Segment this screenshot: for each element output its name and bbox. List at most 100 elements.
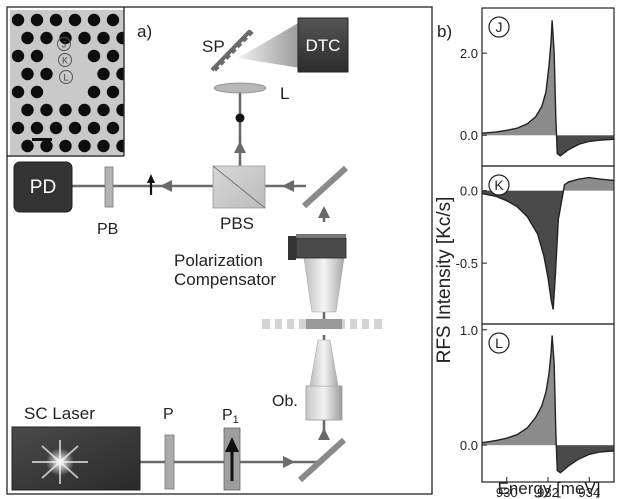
panel-a-label: a) (137, 22, 152, 41)
panel-b-label: b) (437, 22, 452, 41)
lattice-hole (30, 85, 44, 99)
compensator-label-2: Compensator (174, 270, 276, 289)
lattice-hole (116, 31, 124, 45)
lattice-hole (11, 85, 25, 99)
lens (213, 82, 267, 94)
polarizer-plate (164, 434, 175, 490)
lattice-hole (40, 103, 53, 117)
lattice-hole (30, 13, 44, 27)
pb-label: PB (97, 221, 118, 238)
rfs-area-negative (482, 135, 614, 156)
y-tick-label: 1.0 (460, 323, 478, 338)
y-tick-label: 0.0 (460, 128, 478, 143)
lattice-hole (87, 49, 101, 63)
lattice-hole (49, 13, 63, 27)
rfs-area-positive (482, 20, 557, 136)
inset-marker-label: L (63, 73, 68, 83)
y-axis-label: RFS Intensity [Kc/s] (434, 197, 455, 364)
lens-label: L (280, 84, 289, 103)
rfs-area-positive (482, 177, 614, 191)
inset-marker-circle (59, 70, 73, 84)
marker-circle (488, 16, 510, 38)
rfs-curve (482, 20, 614, 157)
spectrometer-grating (210, 29, 254, 72)
focus-point (235, 113, 245, 123)
compensator (288, 234, 347, 260)
sample (262, 319, 382, 329)
sp-label: SP (202, 37, 225, 56)
lattice-hole (40, 139, 53, 153)
polarizer-p1 (223, 427, 241, 491)
lattice-hole (30, 49, 44, 63)
compensator-label-1: Polarization (174, 251, 263, 270)
lattice-hole (78, 31, 91, 45)
pd-label: PD (30, 177, 56, 198)
y-tick-label: 2.0 (460, 46, 478, 61)
polarization-arrow (147, 174, 155, 195)
pd-box (13, 161, 73, 213)
rfs-curve (482, 335, 614, 474)
lattice-hole (87, 121, 101, 135)
lattice-hole (21, 139, 34, 153)
lattice-hole (97, 31, 110, 45)
y-tick-label: -0.5 (456, 256, 478, 271)
lattice-hole (21, 67, 34, 81)
marker-circle (488, 174, 510, 196)
dtc-box (297, 17, 349, 73)
lattice-hole (97, 103, 110, 117)
rfs-subplot-j: 0.0 2.0 J (460, 7, 615, 167)
lattice-hole (106, 121, 120, 135)
pb-plate (104, 166, 114, 208)
lattice-hole (11, 49, 25, 63)
rfs-area-positive (482, 335, 557, 446)
scale-bar (32, 138, 52, 141)
lattice-hole (68, 13, 82, 27)
y-tick-label: 0.0 (460, 184, 478, 199)
subplot-plot-area (482, 20, 614, 157)
x-tick-label: 932 (537, 485, 559, 499)
x-tick-label: 930 (496, 485, 518, 499)
lattice-hole (40, 67, 53, 81)
pbs (212, 165, 266, 209)
lattice-hole (21, 31, 34, 45)
sc-laser (11, 426, 141, 491)
laser-label: SC Laser (24, 404, 95, 423)
lattice-hole (59, 139, 72, 153)
lattice-hole (21, 103, 34, 117)
lattice-hole (116, 103, 124, 117)
mirror-upper (301, 165, 349, 209)
lattice-hole (68, 121, 82, 135)
subplot-plot-area (482, 335, 614, 474)
x-axis-label: Energy [meV] (498, 479, 601, 498)
lattice-hole (49, 121, 63, 135)
objective (305, 339, 343, 421)
lattice-hole (11, 13, 25, 27)
inset-micrograph: JKL (7, 7, 125, 157)
rfs-area-negative (482, 190, 564, 310)
lattice-hole (11, 121, 25, 135)
lattice-hole (97, 139, 110, 153)
lattice-hole (87, 13, 101, 27)
lattice-hole (78, 103, 91, 117)
lattice-hole (106, 85, 120, 99)
lattice-hole (106, 13, 120, 27)
lattice-hole (97, 67, 110, 81)
polarizer1-label: P1 (222, 407, 239, 426)
inset-marker-label: J (62, 40, 67, 50)
inset-marker-circle (57, 37, 71, 51)
rfs-curve (482, 176, 614, 310)
y-tick-label: 0.0 (460, 438, 478, 453)
rfs-area-negative (482, 445, 614, 473)
lattice-hole (59, 103, 72, 117)
inset-marker-label: K (62, 56, 68, 66)
inset-marker-circle (58, 53, 72, 67)
marker-label: L (495, 335, 503, 351)
marker-label: J (496, 19, 503, 35)
subplot-plot-area (482, 176, 614, 310)
pbs-label: PBS (220, 214, 254, 233)
dtc-label: DTC (306, 36, 341, 55)
lattice-hole (87, 85, 101, 99)
mirror-lower (297, 437, 347, 483)
